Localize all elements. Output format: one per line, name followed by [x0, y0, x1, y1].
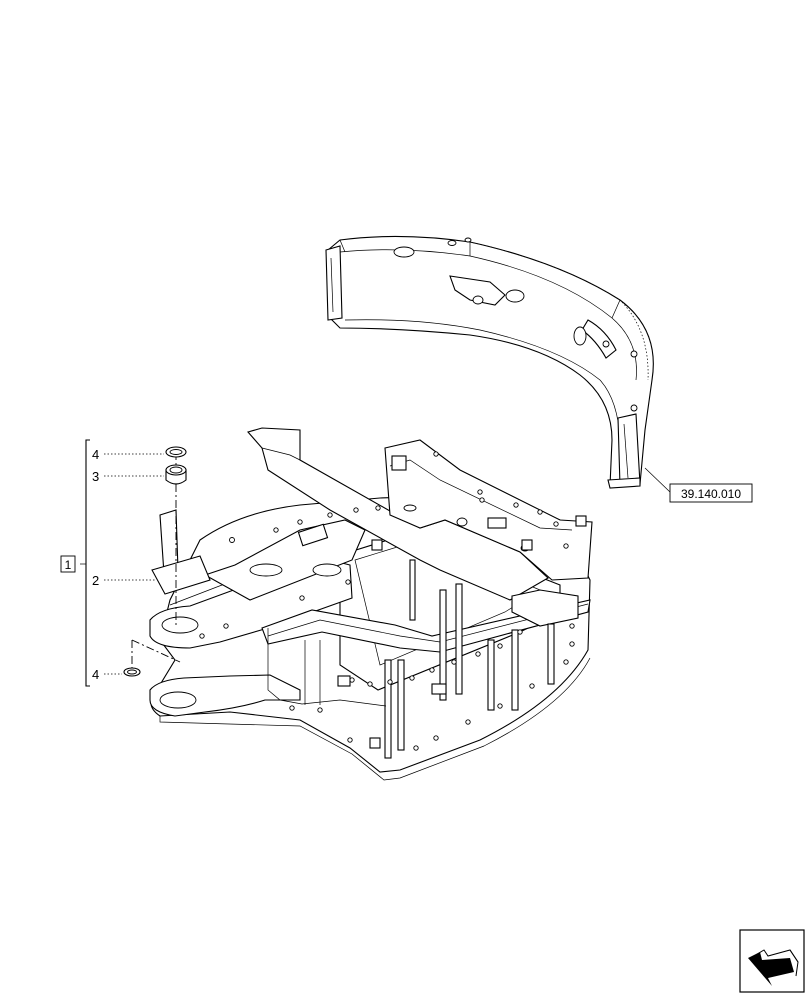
- frame-holes: [199, 451, 575, 751]
- reference-callout-label: 39.140.010: [681, 487, 741, 501]
- callouts: 1 4 3 2 4 39.140.010: [60, 439, 753, 687]
- next-page-arrow-icon[interactable]: [739, 929, 805, 993]
- upper-frame-drawing: [149, 427, 593, 781]
- boom-pin-parts: [123, 446, 187, 677]
- reference-callout-box: [669, 483, 753, 503]
- group-callout-box: [60, 555, 76, 573]
- callout-item-4-top: 4: [92, 447, 99, 462]
- callout-item-3: 3: [92, 469, 99, 484]
- counterweight-drawing: [325, 235, 654, 489]
- callout-item-2: 2: [92, 573, 99, 588]
- callout-item-4-bottom: 4: [92, 667, 99, 682]
- group-callout-label: 1: [65, 558, 72, 572]
